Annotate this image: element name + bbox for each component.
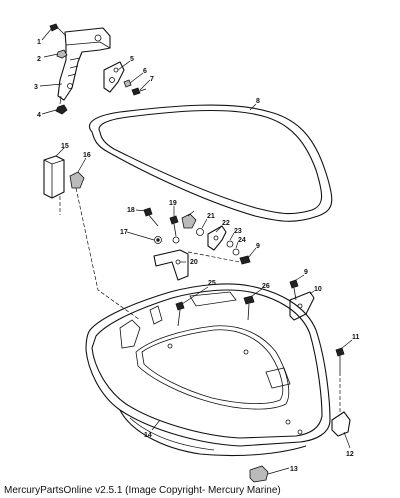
callout-15: 15 — [61, 143, 69, 150]
callout-12: 12 — [346, 451, 354, 458]
latch-5 — [103, 61, 125, 93]
hinge-bracket-assembly — [49, 23, 147, 115]
callout-18: 18 — [127, 207, 135, 214]
callout-14: 14 — [144, 432, 152, 439]
callout-2: 3 — [34, 84, 38, 91]
callout-16-left: 16 — [83, 152, 91, 159]
callout-6: 6 — [143, 68, 147, 75]
callout-4: 1 — [37, 39, 41, 46]
callout-3: 2 — [37, 56, 41, 63]
callout-24: 24 — [238, 237, 246, 244]
grommet-16 — [69, 171, 85, 189]
callout-1: 4 — [37, 112, 41, 119]
callout-21: 21 — [207, 213, 215, 220]
callout-19: 19 — [169, 200, 177, 207]
bottom-cowl-14 — [85, 283, 331, 457]
callout-labels: 1 2 3 4 5 6 7 8 9 9 10 11 12 13 14 15 16… — [34, 39, 360, 473]
part-13 — [249, 465, 269, 483]
callout-20: 20 — [190, 259, 198, 266]
callout-9-lower: 9 — [256, 243, 260, 250]
callout-23: 23 — [234, 228, 242, 235]
bracket-15 — [43, 155, 65, 199]
middle-hardware — [143, 207, 251, 281]
callout-25: 25 — [208, 280, 216, 287]
leader-lines — [39, 27, 353, 475]
right-hardware — [175, 279, 351, 483]
callout-13: 13 — [290, 466, 298, 473]
callout-5: 5 — [130, 56, 134, 63]
callout-22: 22 — [222, 220, 230, 227]
cowl-seal-8 — [88, 104, 333, 222]
callout-9-right: 9 — [304, 269, 308, 276]
callout-17: 17 — [120, 229, 128, 236]
callout-8: 8 — [256, 98, 260, 105]
callout-26: 26 — [262, 283, 270, 290]
callout-11: 11 — [352, 334, 360, 341]
copyright-footer: MercuryPartsOnline v2.5.1 (Image Copyrig… — [4, 485, 281, 496]
bolt-4 — [49, 23, 67, 37]
callout-7: 7 — [150, 76, 154, 83]
callout-10: 10 — [314, 286, 322, 293]
